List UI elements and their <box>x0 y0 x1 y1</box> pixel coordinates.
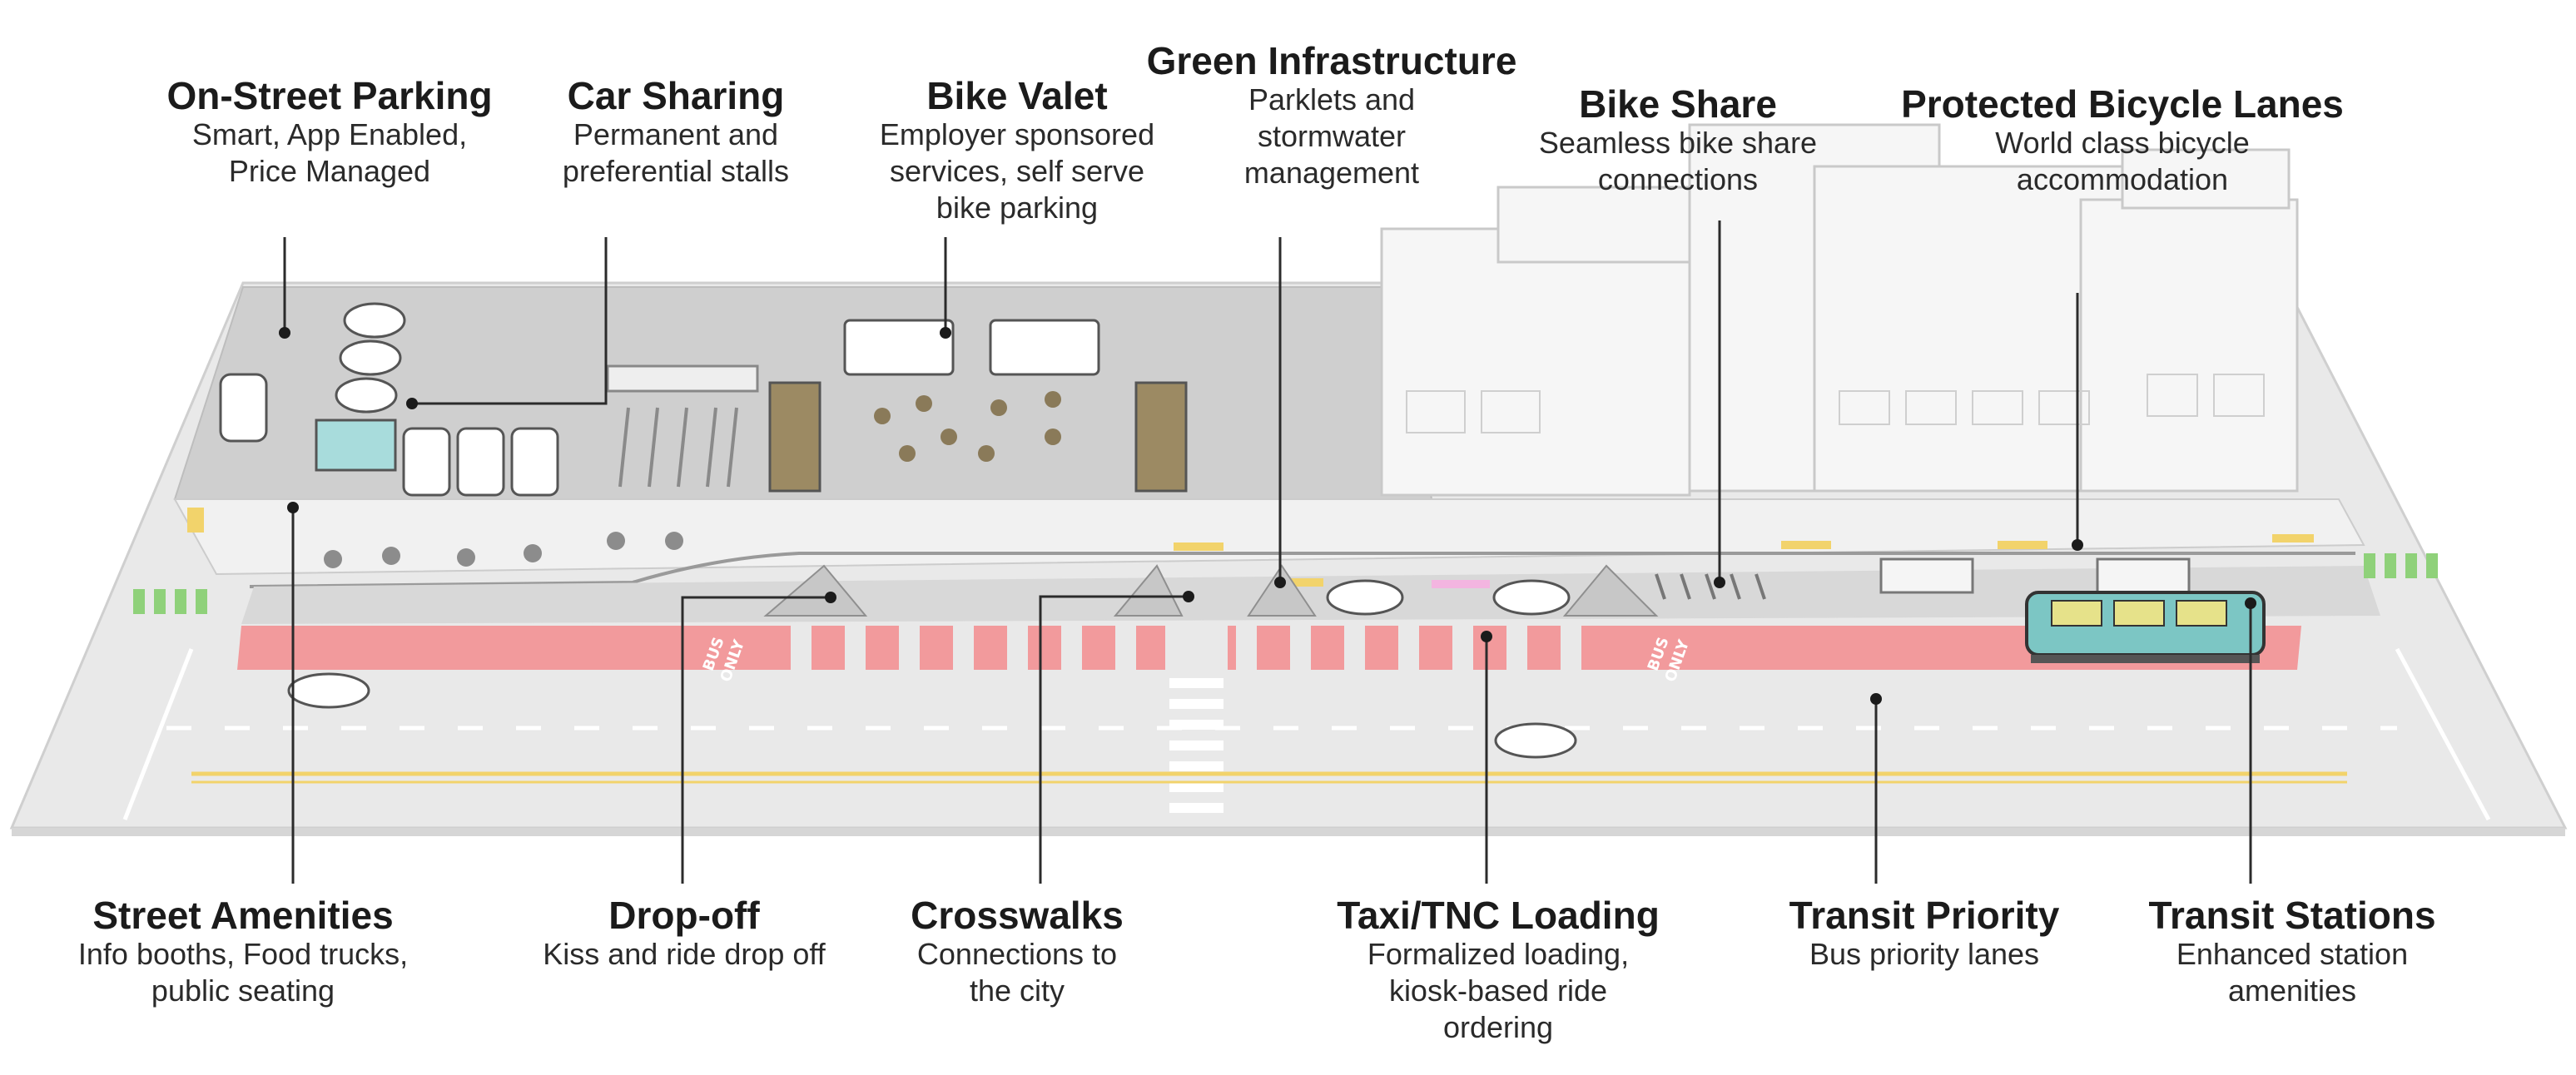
label-protected-bicycle-lanes: Protected Bicycle Lanes World class bicy… <box>1901 83 2344 198</box>
label-crosswalks: Crosswalks Connections to the city <box>911 894 1124 1009</box>
label-transit-stations: Transit Stations Enhanced station amenit… <box>2148 894 2435 1009</box>
label-title: Green Infrastructure <box>1146 39 1517 82</box>
bus-lane <box>237 626 2301 670</box>
curb-car <box>219 373 268 443</box>
dropoff-cars <box>1326 579 1571 616</box>
leader-lines <box>283 220 2252 884</box>
curb <box>249 552 2355 588</box>
label-title: Street Amenities <box>92 894 394 937</box>
label-bike-share: Bike Share Seamless bike share connectio… <box>1539 83 1817 198</box>
label-title: Taxi/TNC Loading <box>1337 894 1660 937</box>
transit-shelter <box>1879 557 1974 594</box>
label-desc: Kiss and ride drop off <box>543 937 826 971</box>
yellow-markings <box>187 508 2314 587</box>
label-desc: Info booths, Food trucks, public seating <box>77 937 409 1008</box>
plaza-shelter <box>606 364 759 393</box>
label-transit-priority: Transit Priority Bus priority lanes <box>1789 894 2060 973</box>
label-drop-off: Drop-off Kiss and ride drop off <box>543 894 826 973</box>
label-title: Transit Stations <box>2148 894 2436 937</box>
label-desc: Bus priority lanes <box>1809 937 2040 971</box>
bike-racks <box>618 407 738 488</box>
label-desc: World class bicycle accommodation <box>1995 126 2250 196</box>
label-green-infrastructure: Green Infrastructure Parklets and stormw… <box>1147 40 1517 191</box>
label-title: Drop-off <box>608 894 760 937</box>
pink-marking <box>1432 580 1490 588</box>
transit-shelter-2 <box>2096 557 2191 594</box>
label-on-street-parking: On-Street Parking Smart, App Enabled, Pr… <box>166 75 492 190</box>
crosswalk-stripes <box>1169 657 1223 813</box>
label-taxi-tnc-loading: Taxi/TNC Loading Formalized loading, kio… <box>1337 894 1660 1046</box>
green-markings <box>133 553 2438 614</box>
planters <box>763 564 1659 617</box>
seating <box>324 532 683 568</box>
label-bike-valet: Bike Valet Employer sponsored services, … <box>880 75 1154 226</box>
food-trucks <box>768 319 1188 493</box>
street-base-edge <box>12 828 2565 836</box>
label-title: Car Sharing <box>567 74 785 117</box>
bike-share-dock <box>1655 573 1766 600</box>
label-street-amenities: Street Amenities Info booths, Food truck… <box>78 894 408 1009</box>
building-windows <box>1406 374 2265 433</box>
buildings <box>1380 123 2299 497</box>
label-desc: Enhanced station amenities <box>2176 937 2409 1008</box>
label-desc: Permanent and preferential stalls <box>562 117 790 188</box>
label-desc: Parklets and stormwater management <box>1243 82 1420 190</box>
label-title: Crosswalks <box>911 894 1124 937</box>
sidewalk <box>173 498 2365 576</box>
label-car-sharing: Car Sharing Permanent and preferential s… <box>563 75 789 190</box>
label-desc: Employer sponsored services, self serve … <box>879 117 1155 225</box>
label-title: Bike Share <box>1579 82 1777 126</box>
shared-cars <box>315 419 559 497</box>
cafe-tables <box>874 391 1061 462</box>
label-title: Protected Bicycle Lanes <box>1901 82 2344 126</box>
leader-dots <box>279 327 2256 705</box>
road-cars <box>287 672 1577 759</box>
parking-lot-cars <box>335 302 406 414</box>
label-desc: Formalized loading, kiosk-based ride ord… <box>1367 937 1630 1044</box>
label-desc: Seamless bike share connections <box>1538 126 1818 196</box>
label-title: On-Street Parking <box>166 74 493 117</box>
label-desc: Connections to the city <box>916 937 1118 1008</box>
lane-lines <box>122 647 2491 821</box>
bus <box>2025 591 2266 663</box>
bus-lane-dashes <box>791 626 1581 670</box>
label-desc: Smart, App Enabled, Price Managed <box>191 117 468 188</box>
label-title: Bike Valet <box>926 74 1108 117</box>
label-title: Transit Priority <box>1789 894 2060 937</box>
